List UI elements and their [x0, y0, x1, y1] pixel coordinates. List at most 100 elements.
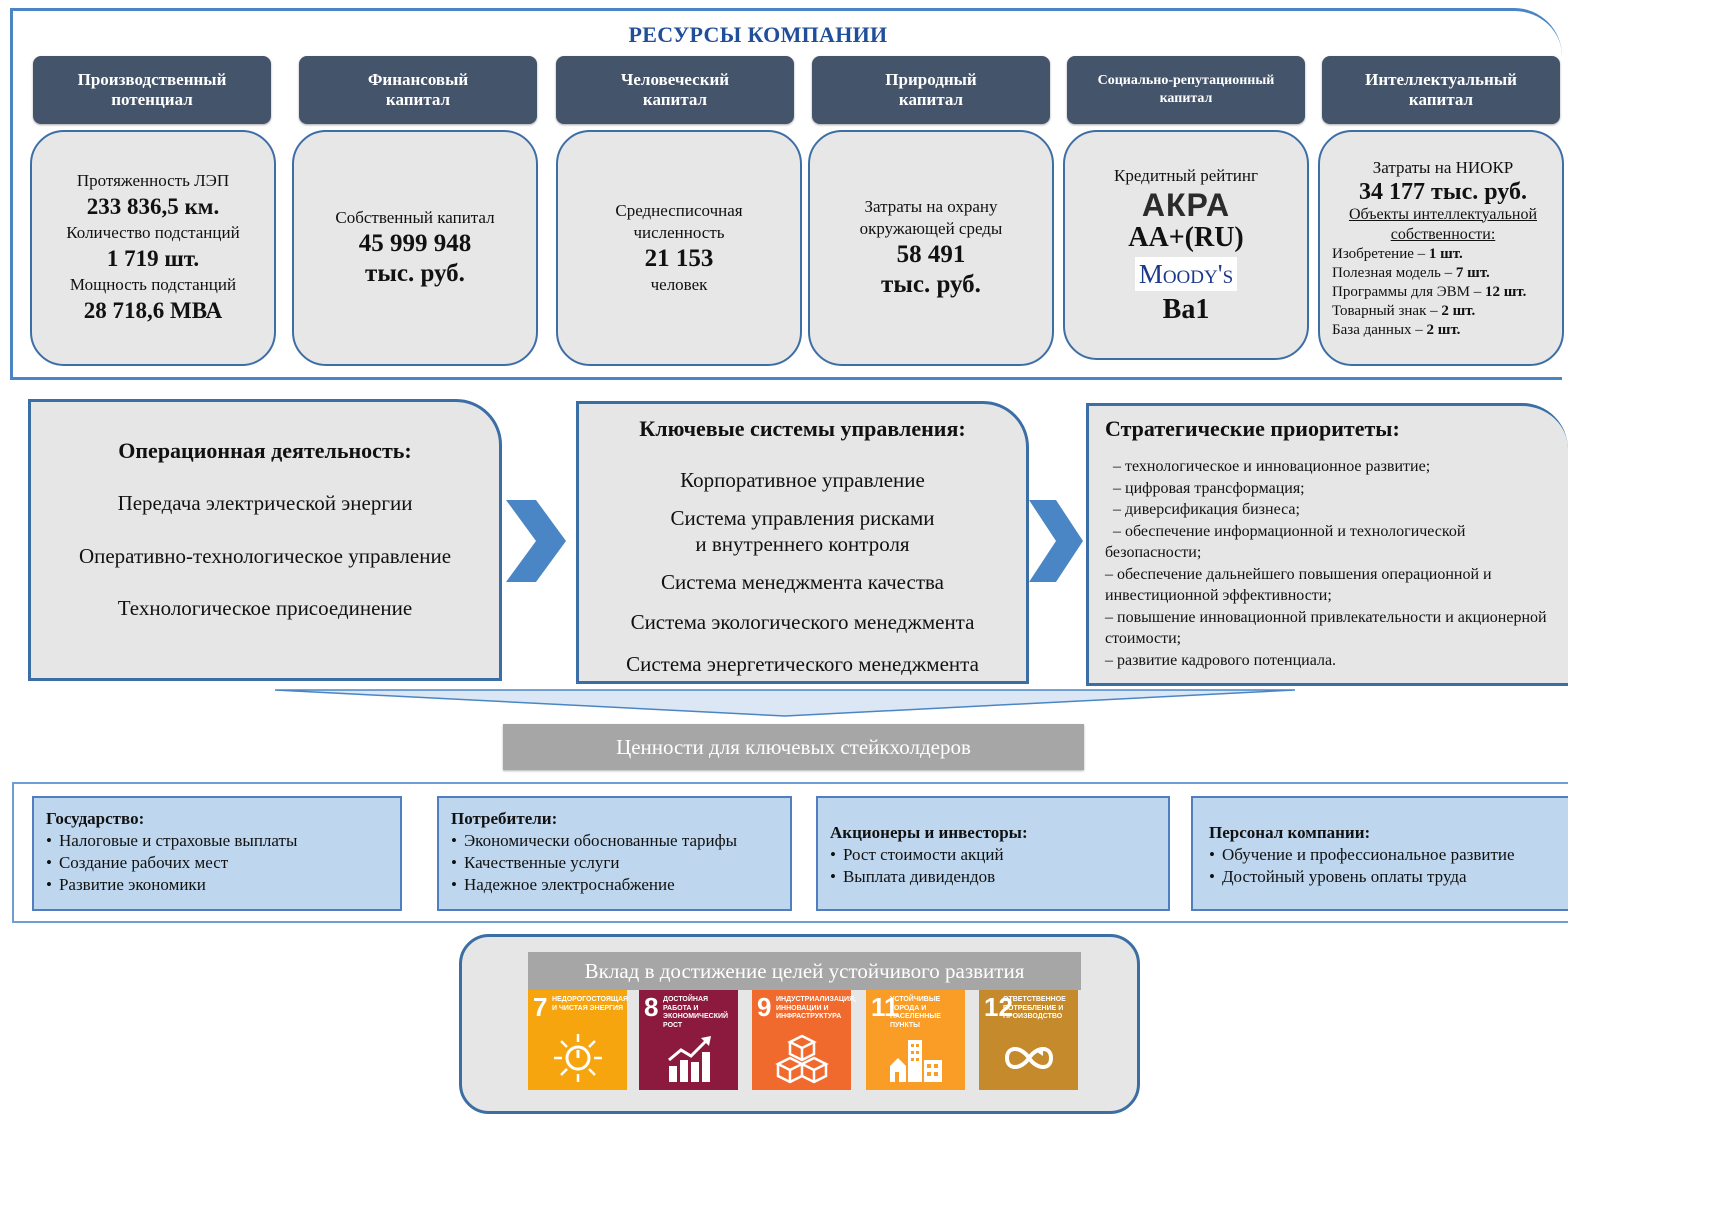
ip-heading: собственности: [1390, 225, 1496, 243]
sdg-number: 11 [871, 992, 899, 1022]
capital-header-intellectual: Интеллектуальный капитал [1322, 56, 1560, 124]
chevron-right-icon [1029, 500, 1083, 582]
ip-item: База данных – 2 шт. [1332, 321, 1554, 340]
stakeholder-item: Экономически обоснованные тарифы [451, 830, 778, 852]
capital-header-line: потенциал [111, 90, 193, 109]
ip-item-label: Программы для ЭВМ – [1332, 283, 1485, 300]
ip-item: Изобретение – 1 шт. [1332, 245, 1554, 264]
systems-item: и внутреннего контроля [695, 532, 910, 556]
sdg-label: Устойчивые города и населенные пункты [890, 996, 941, 1029]
systems-item: Корпоративное управление [680, 468, 925, 492]
metric-label: численность [633, 223, 725, 242]
ip-item-label: Полезная модель – [1332, 264, 1456, 281]
metric-label: Собственный капитал [335, 208, 495, 227]
sdg-label: Индустриализация, инновации и инфраструк… [776, 996, 857, 1020]
akra-logo: АКРА [1141, 187, 1231, 223]
ip-item: Товарный знак – 2 шт. [1332, 302, 1554, 321]
metric-unit: человек [650, 275, 708, 294]
strategy-title: Стратегические приоритеты: [1105, 416, 1400, 441]
capital-header-line: Финансовый [367, 70, 469, 89]
metric-label: Протяженность ЛЭП [76, 171, 230, 190]
capital-header-line: Производственный [77, 70, 227, 89]
operations-title: Операционная деятельность: [118, 438, 412, 463]
moodys-rating: Ba1 [1162, 294, 1210, 325]
capital-card-human: Среднесписочная численность 21 153 челов… [556, 130, 802, 366]
ip-item-value: 1 шт. [1428, 245, 1463, 262]
stakeholder-title: Персонал компании: [1209, 823, 1371, 842]
growth-chart-icon [668, 1036, 711, 1082]
ip-item-value: 7 шт. [1455, 264, 1490, 281]
metric-label: Кредитный рейтинг [1114, 166, 1258, 185]
capital-header-social: Социально-репутационный капитал [1067, 56, 1305, 124]
sdg-tile-7: 7 Недорогостоящая и чистая энергия [528, 990, 629, 1090]
stakeholder-item: Качественные услуги [451, 852, 778, 874]
metric-unit: тыс. руб. [881, 271, 981, 298]
strategy-item: – диверсификация бизнеса; [1113, 501, 1300, 518]
ip-item-label: База данных – [1332, 321, 1427, 338]
operations-item: Оперативно-технологическое управление [78, 544, 452, 568]
stakeholder-item: Налоговые и страховые выплаты [46, 830, 388, 852]
sdg-label: Недорогостоящая и чистая энергия [552, 996, 629, 1012]
capital-header-line: капитал [642, 90, 708, 109]
systems-item: Система менеджмента качества [661, 570, 944, 594]
sdg-tile-11: 11 Устойчивые города и населенные пункты [866, 990, 965, 1090]
ip-item-value: 2 шт. [1426, 321, 1461, 338]
stakeholder-card-consumers: Потребители: Экономически обоснованные т… [437, 796, 792, 911]
metric-value: 28 718,6 МВА [83, 298, 223, 323]
capital-header-line: капитал [385, 90, 451, 109]
metric-label: Количество подстанций [66, 223, 240, 242]
stakeholder-item: Создание рабочих мест [46, 852, 388, 874]
capital-card-social: Кредитный рейтинг АКРА AA+(RU) Moody's B… [1063, 130, 1309, 360]
stakeholder-item: Рост стоимости акций [830, 844, 1156, 866]
sdg-label: Достойная работа и экономический рост [663, 996, 729, 1029]
capital-header-line: Человеческий [620, 70, 730, 89]
strategy-item: – повышение инновационной привлекательно… [1105, 608, 1547, 648]
cubes-icon [775, 1034, 829, 1084]
funnel-arrow [274, 689, 1296, 717]
ip-heading: Объекты интеллектуальной [1348, 205, 1538, 223]
metric-value: 21 153 [644, 245, 714, 272]
ip-item-value: 12 шт. [1484, 283, 1527, 300]
systems-item: Система энергетического менеджмента [626, 652, 979, 676]
sdg-number: 8 [644, 992, 659, 1022]
capital-header-natural: Природный капитал [812, 56, 1050, 124]
ip-item: Программы для ЭВМ – 12 шт. [1332, 283, 1554, 302]
chevron-right-icon [506, 500, 566, 582]
capital-header-human: Человеческий капитал [556, 56, 794, 124]
strategy-item: – технологическое и инновационное развит… [1113, 458, 1431, 475]
sdg-number: 12 [984, 992, 1013, 1022]
metric-value: 233 836,5 км. [86, 194, 220, 219]
metric-label: Затраты на НИОКР [1372, 157, 1514, 177]
ip-item-label: Изобретение – [1332, 245, 1429, 262]
capital-card-intellectual: Затраты на НИОКР 34 177 тыс. руб. Объект… [1318, 130, 1564, 366]
stakeholder-item: Обучение и профессиональное развитие [1209, 844, 1556, 866]
stakeholder-card-state: Государство: Налоговые и страховые выпла… [32, 796, 402, 911]
ip-item-value: 2 шт. [1441, 302, 1476, 319]
stakeholder-item: Достойный уровень оплаты труда [1209, 866, 1556, 888]
stakeholder-item: Развитие экономики [46, 874, 388, 896]
metric-label: Среднесписочная [615, 201, 743, 220]
sdg-tile-9: 9 Индустриализация, инновации и инфрастр… [752, 990, 857, 1090]
capital-card-production: Протяженность ЛЭП 233 836,5 км. Количест… [30, 130, 276, 366]
metric-label: окружающей среды [859, 219, 1003, 238]
moodys-logo: Moody's [1134, 257, 1238, 291]
strategy-item: – обеспечение информационной и технологи… [1105, 522, 1466, 562]
stakeholder-card-staff: Персонал компании: Обучение и профессион… [1191, 796, 1568, 911]
capital-header-line: капитал [1159, 91, 1213, 106]
strategy-item: – цифровая трансформация; [1113, 479, 1305, 497]
sdg-title: Вклад в достижение целей устойчивого раз… [528, 952, 1081, 990]
capital-header-line: Социально-репутационный [1097, 73, 1275, 88]
metric-value: 34 177 тыс. руб. [1359, 178, 1527, 205]
operations-box: Операционная деятельность: Передача элек… [28, 399, 502, 681]
ip-item: Полезная модель – 7 шт. [1332, 264, 1554, 283]
sun-power-icon [554, 1034, 602, 1082]
systems-title: Ключевые системы управления: [639, 416, 966, 441]
systems-item: Система экологического менеджмента [630, 610, 975, 634]
capital-card-financial: Собственный капитал 45 999 948 тыс. руб. [292, 130, 538, 366]
capital-header-financial: Финансовый капитал [299, 56, 537, 124]
values-title: Ценности для ключевых стейкхолдеров [503, 724, 1084, 770]
metric-unit: тыс. руб. [365, 260, 465, 287]
stakeholder-title: Потребители: [451, 809, 558, 828]
stakeholder-title: Государство: [46, 809, 145, 828]
sdg-number: 9 [757, 992, 772, 1022]
